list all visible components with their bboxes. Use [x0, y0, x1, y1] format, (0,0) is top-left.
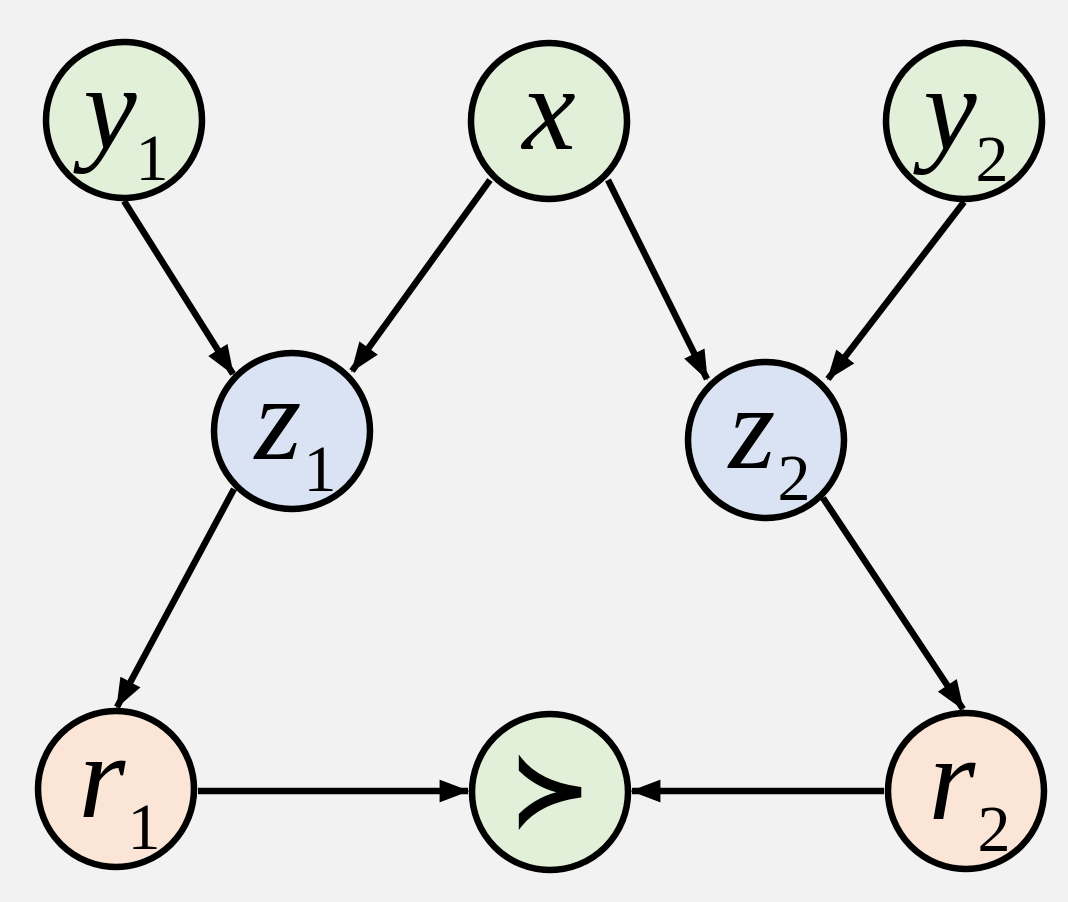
node-z2-subscript: 2	[778, 442, 811, 515]
node-z2: z 2	[684, 358, 848, 522]
node-x: x	[467, 39, 631, 203]
succeeds-symbol: ≻	[510, 735, 590, 845]
node-x-circle	[467, 39, 631, 203]
node-y1-subscript: 1	[136, 122, 169, 195]
edge-y1-z1	[121, 199, 236, 376]
edge-x-z1	[349, 178, 493, 373]
node-y2-circle	[882, 39, 1046, 203]
node-z1-label: z	[253, 352, 302, 485]
edge-z1-r1	[114, 487, 237, 709]
node-y2: y 2	[882, 39, 1046, 203]
node-r2-circle	[884, 709, 1048, 873]
edge-z2-r2	[820, 496, 966, 711]
node-z2-circle	[684, 358, 848, 522]
node-r1-circle	[34, 707, 198, 871]
node-y1-circle	[42, 38, 206, 202]
node-preference: ≻	[468, 710, 632, 874]
node-y1-label: y	[72, 41, 137, 174]
node-r1-subscript: 1	[128, 791, 161, 864]
node-y1: y 1	[42, 38, 206, 202]
node-x-label: x	[520, 42, 575, 175]
node-z2-label: z	[727, 361, 776, 494]
node-r1: r 1	[34, 707, 198, 871]
node-r1-label: r	[79, 710, 127, 843]
node-z1: z 1	[210, 349, 374, 513]
node-r2-subscript: 2	[978, 793, 1011, 866]
node-preference-circle	[468, 710, 632, 874]
node-y2-subscript: 2	[976, 123, 1009, 196]
node-z1-subscript: 1	[304, 433, 337, 506]
edge-x-z2	[605, 178, 710, 381]
node-r2-label: r	[929, 712, 977, 845]
node-r2: r 2	[884, 709, 1048, 873]
node-z1-circle	[210, 349, 374, 513]
node-y2-label: y	[912, 42, 977, 175]
edge-y2-z2	[825, 200, 967, 381]
